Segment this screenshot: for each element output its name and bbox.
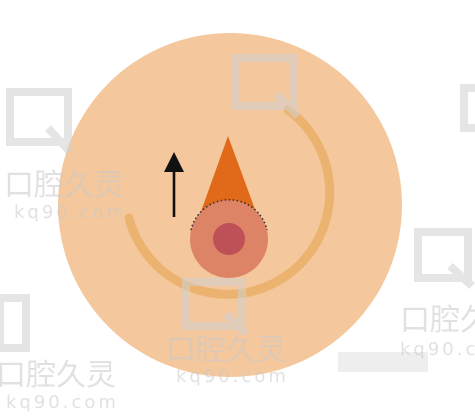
rotation-arc xyxy=(124,105,335,299)
watermark-logo-icon xyxy=(460,84,475,132)
watermark-brand: 口腔久灵 xyxy=(400,303,475,338)
watermark-brand: 口腔久灵 xyxy=(0,358,116,393)
watermark-logo-icon xyxy=(182,278,249,337)
inner-core xyxy=(213,223,245,255)
watermark-top-left: 口腔久灵 kq90.com xyxy=(4,88,127,223)
watermark-top-right xyxy=(460,84,475,132)
watermark-brand: 口腔久灵 xyxy=(4,168,124,203)
watermark-logo-icon xyxy=(232,54,301,119)
watermark-url: kq90.com xyxy=(176,366,289,387)
watermark-bottom-center: 口腔久灵 kq90.com xyxy=(166,278,289,387)
gray-patch xyxy=(338,352,428,372)
watermark-url: kq90.com xyxy=(400,339,475,360)
watermark-url: kq90.com xyxy=(14,202,127,223)
watermark-logo-icon xyxy=(414,228,475,289)
watermark-logo-icon xyxy=(6,88,73,155)
arrow-up-icon xyxy=(164,152,184,217)
watermark-url: kq90.com xyxy=(6,392,119,413)
watermark-top-center xyxy=(232,54,301,119)
watermark-logo-icon xyxy=(0,294,30,352)
watermark-brand: 口腔久灵 xyxy=(166,333,286,368)
dotted-outline xyxy=(190,199,268,231)
watermark-bottom-left: 口腔久灵 kq90.com xyxy=(0,294,119,413)
watermark-right: 口腔久灵 kq90.com xyxy=(400,228,475,360)
